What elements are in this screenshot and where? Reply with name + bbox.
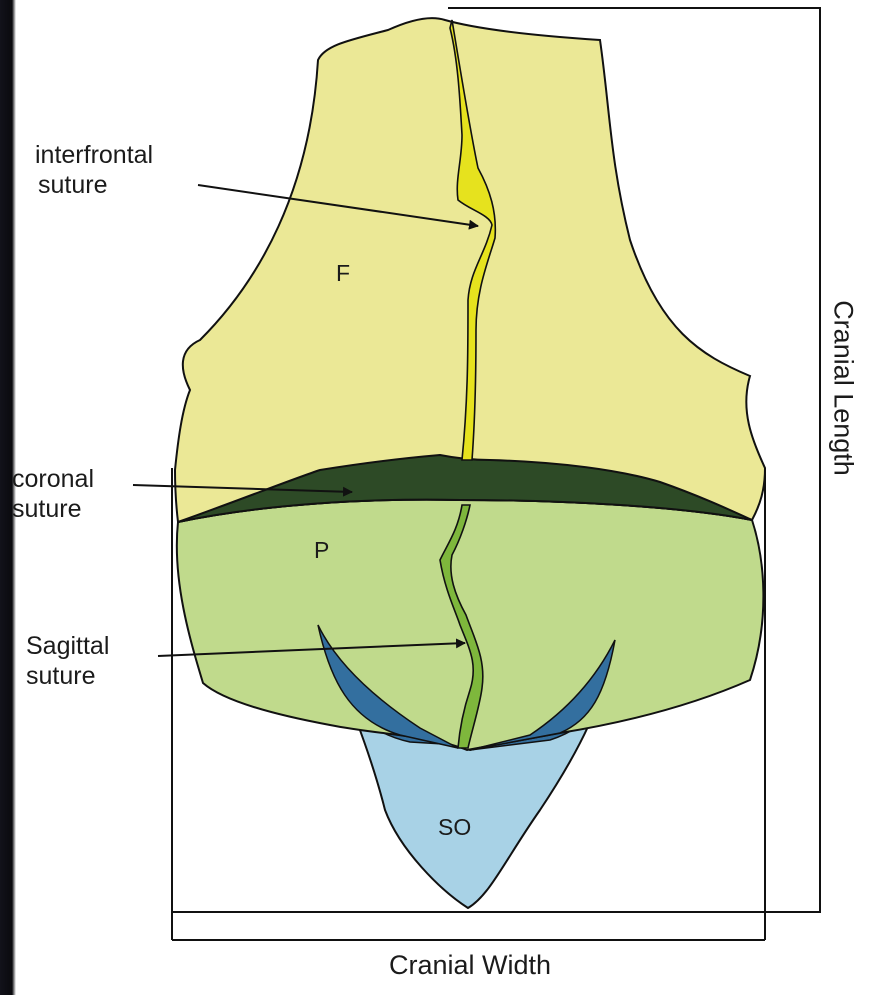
- interfrontal-label-line2: suture: [35, 170, 153, 200]
- sagittal-label-line2: suture: [26, 661, 109, 691]
- cranial-length-label: Cranial Length: [828, 300, 859, 476]
- sagittal-label-line1: Sagittal: [26, 631, 109, 661]
- coronal-label-line1: coronal: [12, 464, 94, 494]
- coronal-suture-label: coronal suture: [12, 464, 94, 524]
- parietal-region-label: P: [314, 537, 329, 563]
- interfrontal-label-line1: interfrontal: [35, 140, 153, 170]
- coronal-label-line2: suture: [12, 494, 94, 524]
- sagittal-suture-label: Sagittal suture: [26, 631, 109, 691]
- supraoccipital-region-label: SO: [438, 814, 471, 840]
- cranial-width-label: Cranial Width: [389, 950, 551, 981]
- frontal-region-label: F: [336, 260, 350, 286]
- interfrontal-suture-label: interfrontal suture: [35, 140, 153, 200]
